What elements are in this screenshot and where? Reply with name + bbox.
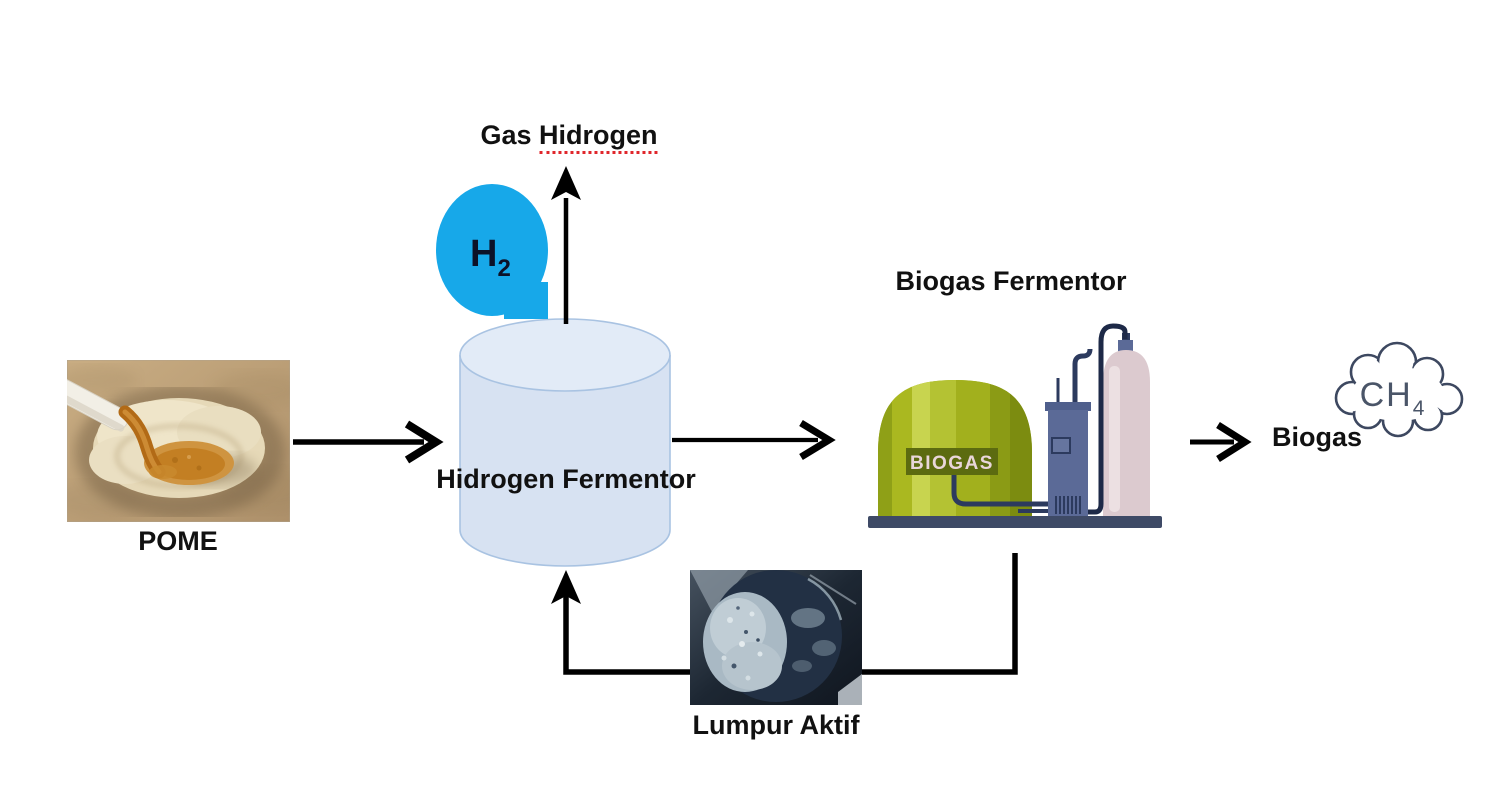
pome-pipe (67, 373, 129, 432)
biogas-fermentor-label: Biogas Fermentor (895, 266, 1127, 296)
ch4-cloud: CH4 (1334, 341, 1464, 438)
biogas-fermentor-illustration: BIOGAS (868, 323, 1162, 528)
hydrogen-fermentor-tank (459, 318, 671, 567)
base-platform (868, 516, 1162, 528)
arrow-hydrogen-to-biogas (672, 420, 836, 460)
hydrogen-fermentor-label: Hidrogen Fermentor (436, 464, 696, 494)
cloud-fill-cover (1338, 345, 1460, 434)
biogas-dome: BIOGAS (878, 380, 1032, 516)
lumpur-sludge-froth (703, 592, 787, 692)
arrow-biogas-output (1190, 422, 1252, 462)
hidrogen-word: Hidrogen (539, 120, 658, 154)
h2-symbol: H2 (470, 233, 511, 282)
arrow-gas-hydrogen-up (551, 166, 581, 324)
gas-word: Gas (480, 120, 532, 150)
biogas-band (906, 448, 998, 475)
arrow-pome-to-hydrogen (293, 420, 444, 464)
h2-balloon-shape (436, 184, 548, 319)
ch4-formula: CH4 (1360, 376, 1427, 420)
gas-hydrogen-label: Gas Hidrogen (480, 120, 658, 154)
dome-pipes (951, 475, 1050, 513)
biogas-output-label: Biogas (1271, 422, 1363, 452)
h2-balloon: H2 (436, 184, 548, 319)
pome-effluent-stream (118, 405, 177, 479)
pump-unit (1045, 348, 1093, 518)
pome-crater-shadow (75, 385, 285, 519)
gas-tank (1088, 323, 1150, 517)
lumpur-aktif-photo (690, 570, 862, 705)
cylinder-top (459, 318, 671, 392)
biogas-dome-text: BIOGAS (910, 453, 994, 474)
pome-label: POME (138, 526, 218, 556)
lumpur-aktif-label: Lumpur Aktif (692, 710, 860, 740)
pome-photo (67, 360, 290, 522)
